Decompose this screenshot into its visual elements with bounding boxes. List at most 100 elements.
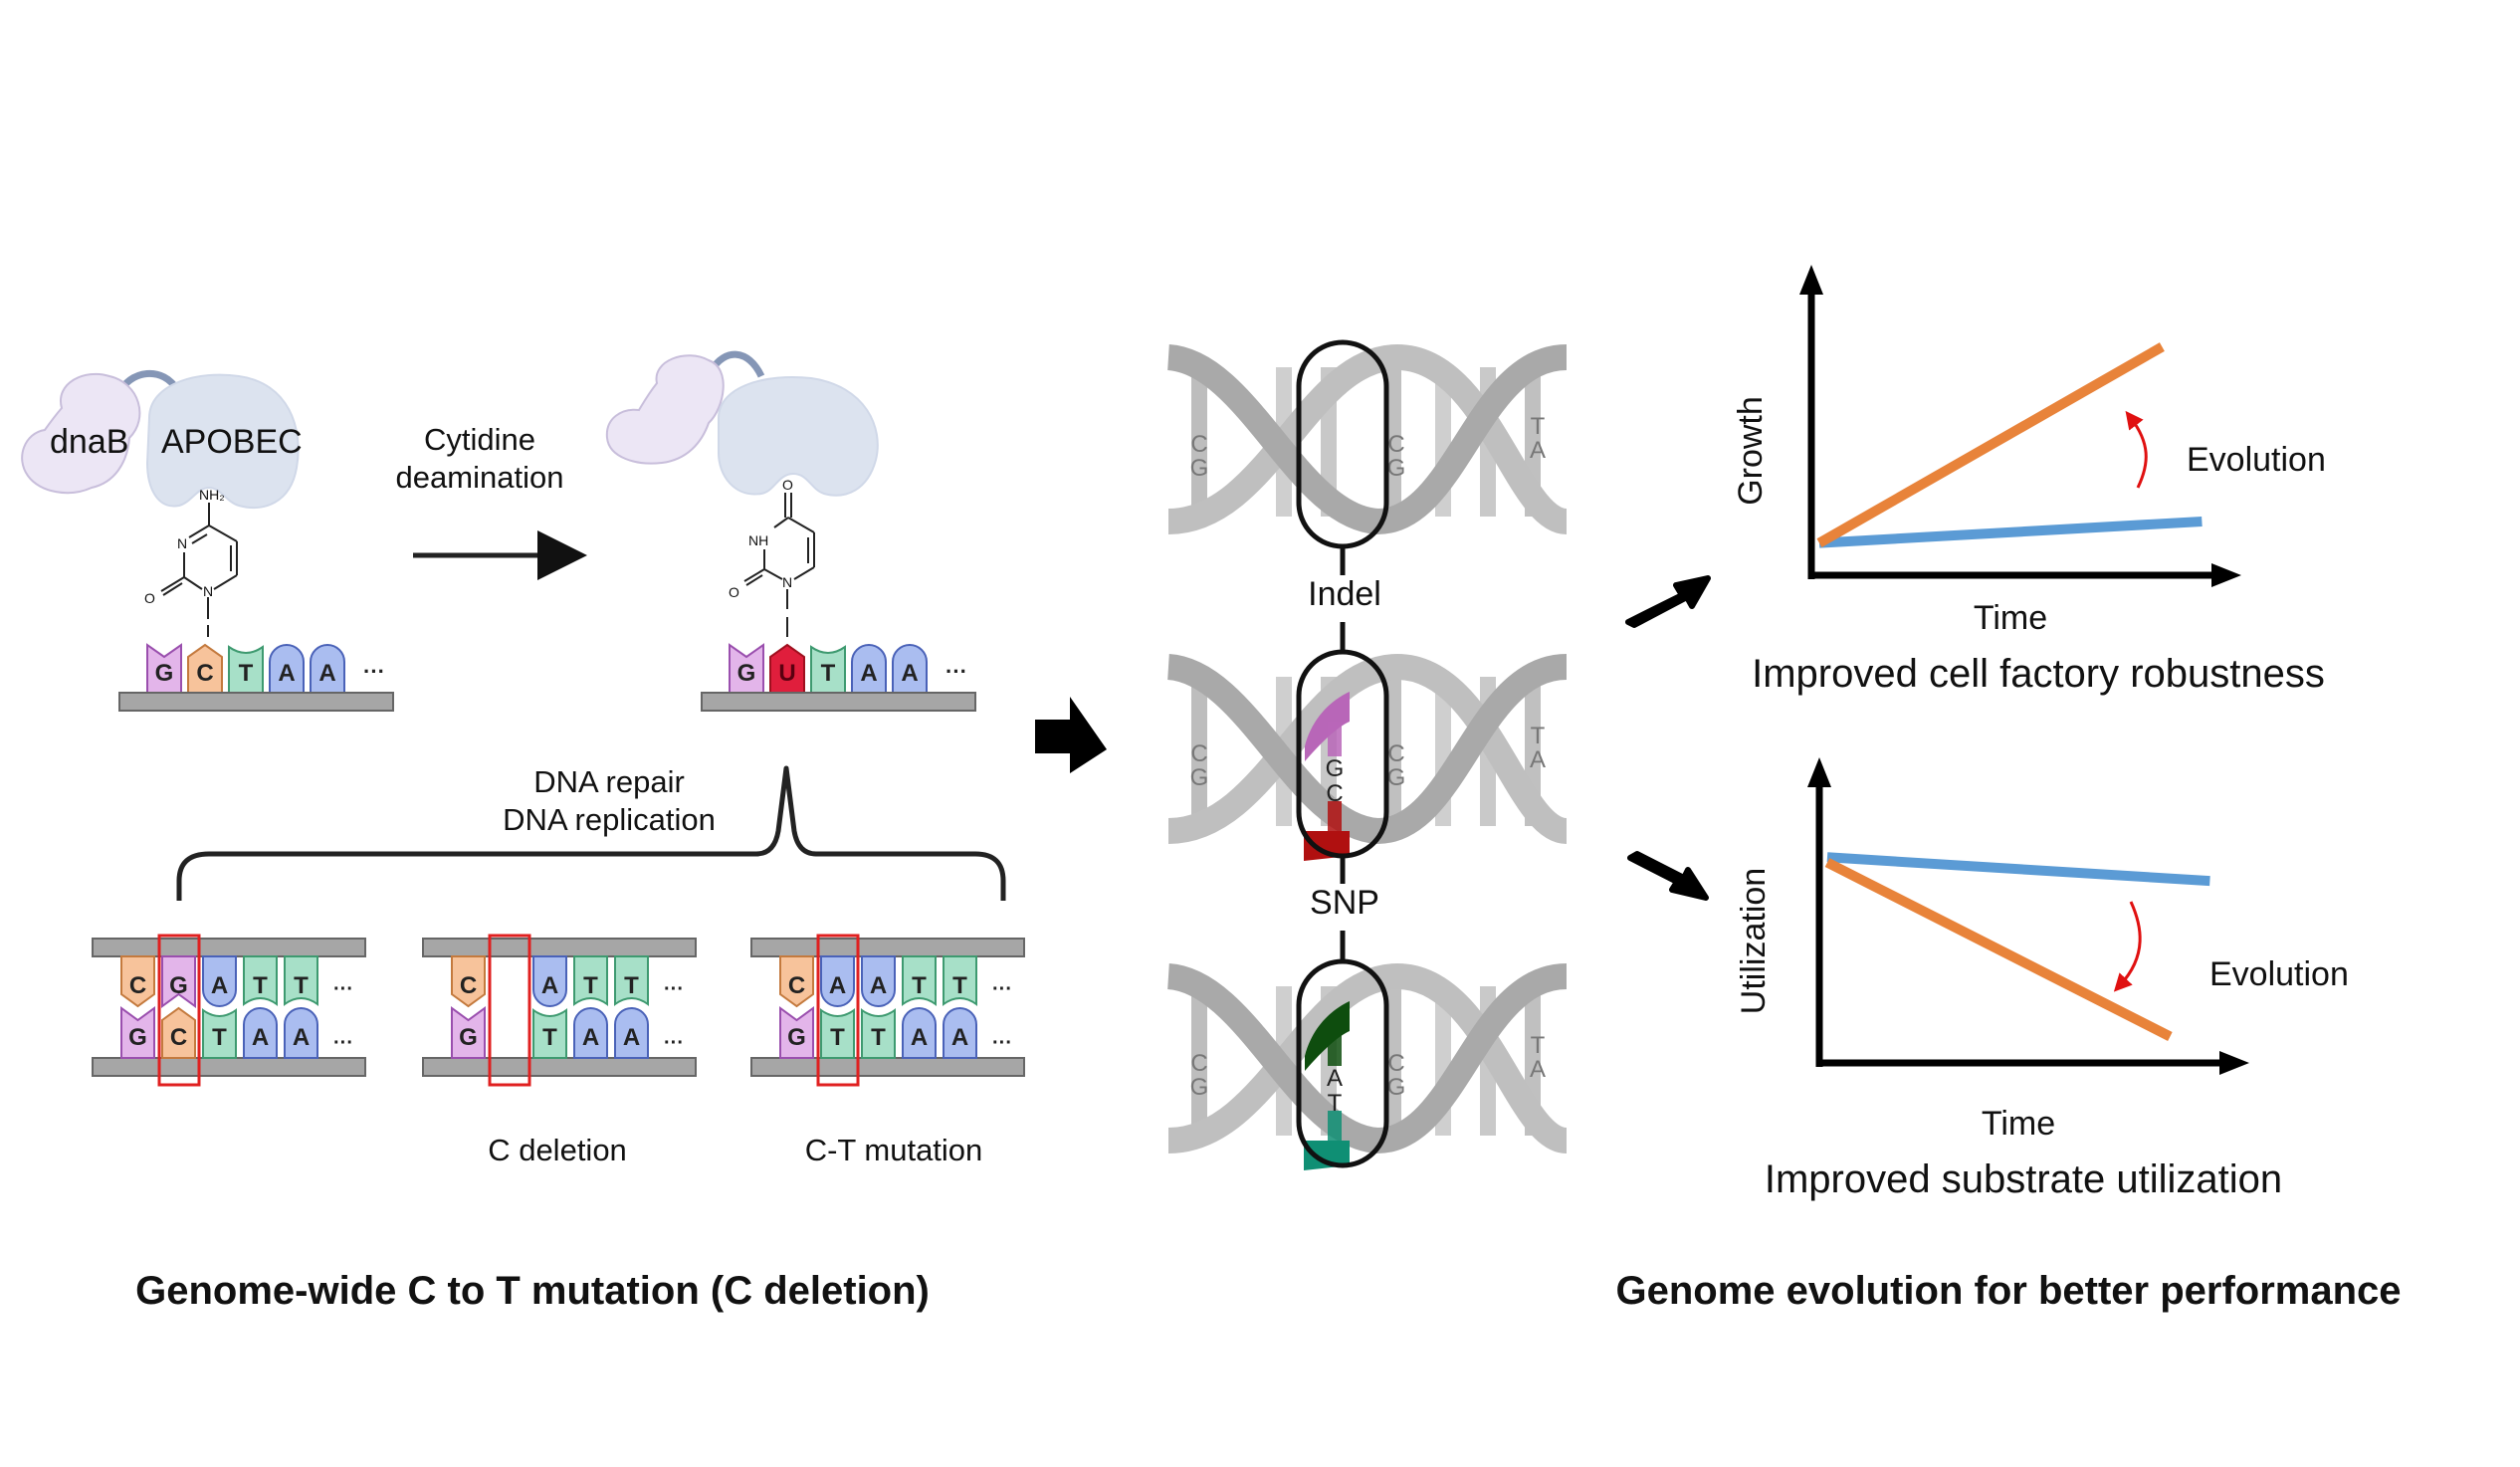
- dna-backbone: [701, 692, 976, 712]
- nucleotide-shape: [851, 644, 887, 694]
- nucleotide-letter: C: [788, 972, 805, 999]
- nucleotide-g: G: [451, 1006, 486, 1059]
- nucleotide-g: G: [729, 643, 764, 694]
- dna-backbone-bottom: [422, 1057, 697, 1077]
- sequence-ellipsis: ···: [992, 978, 1012, 1000]
- nucleotide-t: T: [243, 955, 278, 1006]
- series-line-orange: [1816, 342, 2165, 547]
- reaction-label-line1: Cytidine: [424, 422, 535, 457]
- arrow-to-growth-chart-icon: [1625, 575, 1711, 628]
- nucleotide-shape: [614, 955, 649, 1006]
- nucleotide-g: G: [161, 955, 196, 1008]
- background-base-letter: C: [1190, 1050, 1207, 1077]
- nucleotide-shape: [810, 645, 846, 694]
- variant-base-letter-bottom: C: [1326, 780, 1343, 807]
- background-base-letter: G: [1190, 1074, 1209, 1101]
- dna-backbone-top: [92, 938, 366, 957]
- nucleotide-a: A: [243, 1007, 278, 1059]
- nucleotide-letter: T: [212, 1024, 227, 1051]
- background-base-letter: C: [1387, 740, 1404, 767]
- helix-strand-back: [1167, 343, 1570, 534]
- nucleotide-shape: [614, 1007, 649, 1059]
- nucleotide-shape: [284, 955, 318, 1006]
- nucleotide-a: A: [310, 644, 345, 694]
- variant-base-bottom: [1328, 1111, 1342, 1146]
- dna-backbone-bottom: [750, 1057, 1025, 1077]
- base-pair-rung: [1385, 367, 1401, 517]
- nucleotide-shape: [451, 1006, 486, 1059]
- nucleotide-letter: C: [129, 972, 146, 999]
- background-base-letter: G: [1387, 764, 1406, 791]
- nucleotide-letter: T: [952, 972, 967, 999]
- sequence-ellipsis: ···: [945, 659, 967, 684]
- nucleotide-a: A: [573, 1007, 608, 1059]
- nucleotide-a: A: [202, 955, 237, 1007]
- variant-base-top: [1328, 1031, 1342, 1066]
- nucleotide-shape: [779, 1006, 814, 1059]
- outcome-bracket: [176, 765, 1006, 901]
- nucleotide-g: G: [146, 643, 182, 694]
- helix-strand-front: [1166, 963, 1569, 1154]
- nucleotide-letter: A: [860, 660, 877, 687]
- enzyme-complex-after: [605, 350, 879, 497]
- variant-base-bottom: [1328, 801, 1342, 836]
- chart-caption: Improved cell factory robustness: [1752, 652, 2325, 696]
- uracil-structure: [743, 493, 815, 637]
- nucleotide-letter: G: [128, 1024, 147, 1051]
- background-base-letter: T: [1531, 413, 1546, 440]
- nucleotide-shape: [120, 1006, 155, 1059]
- c-deletion-label: C deletion: [488, 1133, 627, 1167]
- nucleotide-letter: T: [294, 972, 309, 999]
- base-pair-rung: [1191, 677, 1207, 826]
- nucleotide-c: C: [120, 955, 155, 1008]
- nucleotide-shape: [902, 1007, 937, 1059]
- background-base-letter: G: [1387, 1074, 1406, 1101]
- nucleotide-letter: A: [870, 972, 887, 999]
- base-pair-rung: [1191, 367, 1207, 517]
- series-line-orange: [1824, 858, 2173, 1041]
- background-base-letter: C: [1387, 431, 1404, 458]
- uracil-n1-label: N: [782, 574, 792, 590]
- nucleotide-shape: [269, 644, 305, 694]
- sequence-ellipsis: ···: [333, 1032, 353, 1054]
- snp-label: SNP: [1310, 884, 1379, 922]
- background-base-letter: T: [1531, 1032, 1546, 1059]
- nucleotide-letter: A: [252, 1024, 269, 1051]
- nucleotide-shape: [202, 955, 237, 1007]
- nucleotide-a: A: [614, 1007, 649, 1059]
- nucleotide-shape: [861, 955, 896, 1007]
- nucleotide-a: A: [851, 644, 887, 694]
- dna-backbone: [118, 692, 394, 712]
- variant-base-letter-top: A: [1327, 1065, 1343, 1092]
- nucleotide-letter: C: [170, 1024, 187, 1051]
- nucleotide-shape: [861, 1008, 896, 1059]
- ct-mutation-label: C-T mutation: [804, 1133, 983, 1167]
- nucleotide-letter: T: [912, 972, 927, 999]
- variant-backbone-top: [1305, 692, 1350, 761]
- nucleotide-letter: A: [623, 1024, 640, 1051]
- nucleotide-letter: T: [821, 660, 836, 687]
- cytosine-n3-label: N: [177, 535, 187, 551]
- nucleotide-shape: [202, 1008, 237, 1059]
- process-label-line1: DNA repair: [533, 764, 685, 799]
- background-base-letter: A: [1530, 1056, 1546, 1083]
- background-base-letter: C: [1190, 740, 1207, 767]
- y-axis-arrowhead-icon: [1799, 265, 1823, 295]
- nucleotide-a: A: [943, 1007, 977, 1059]
- big-right-arrow-icon: [1035, 697, 1107, 773]
- nucleotide-letter: T: [253, 972, 268, 999]
- nucleotide-shape: [284, 1007, 318, 1059]
- indel-label: Indel: [1308, 575, 1381, 613]
- nucleotide-letter: C: [196, 660, 213, 687]
- nucleotide-shape: [779, 955, 814, 1008]
- nucleotide-letter: A: [211, 972, 228, 999]
- variant-backbone-top: [1305, 1001, 1350, 1071]
- base-pair-rung: [1385, 677, 1401, 826]
